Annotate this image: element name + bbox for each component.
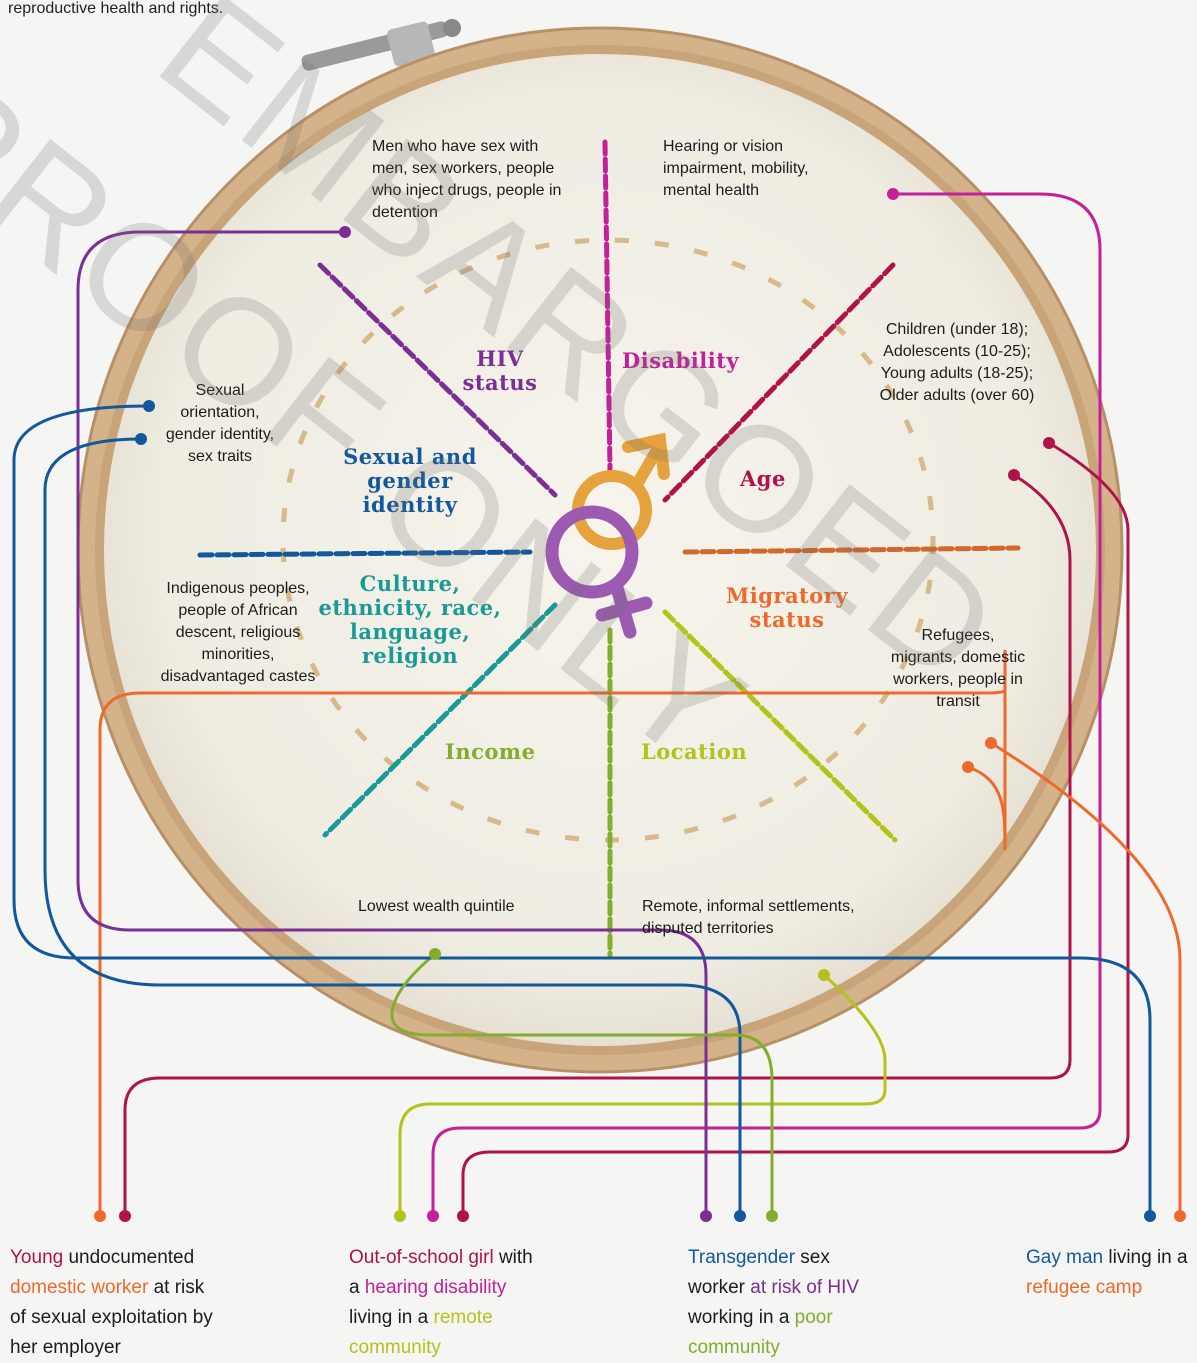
connector-girl-location xyxy=(398,973,887,1215)
intro-text: reproductive health and rights. xyxy=(8,0,224,17)
category-hiv: HIV status xyxy=(462,346,538,395)
persona-segment: with a xyxy=(349,1247,533,1298)
persona-segment: living in a xyxy=(349,1307,434,1328)
category-sexual: Sexual and gender identity xyxy=(343,444,477,517)
connector-domestic-age xyxy=(123,473,1072,1215)
category-disability: Disability xyxy=(622,348,740,373)
persona-segment: domestic worker xyxy=(10,1277,149,1298)
female-symbol-icon xyxy=(545,505,653,639)
connector-trans-hiv xyxy=(76,230,708,1215)
connector-trans-sexual xyxy=(43,437,742,1215)
example-hiv: Men who have sex with men, sex workers, … xyxy=(372,138,562,221)
example-location: Remote, informal settlements, disputed t… xyxy=(642,898,855,937)
category-age: Age xyxy=(740,466,786,491)
example-culture: Indigenous peoples, people of African de… xyxy=(160,580,316,685)
connector-girl-age xyxy=(461,441,1130,1215)
stitch-line-location xyxy=(662,609,898,843)
connector-trans-income xyxy=(390,952,774,1215)
persona-segment: refugee camp xyxy=(1026,1277,1143,1298)
connector-girl-disability xyxy=(431,192,1102,1215)
category-migratory: Migratory status xyxy=(725,583,849,632)
example-sexual: Sexual orientation, gender identity, sex… xyxy=(165,382,275,465)
category-income: Income xyxy=(445,739,536,764)
persona-transgender-sex-worker: Transgender sex worker at risk of HIV wo… xyxy=(688,1243,888,1363)
example-migratory: Refugees, migrants, domestic workers, pe… xyxy=(890,627,1026,710)
connector-end-dots xyxy=(94,1210,1186,1222)
persona-segment: at risk of HIV xyxy=(750,1277,860,1298)
category-culture: Culture, ethnicity, race, language, reli… xyxy=(318,571,502,668)
persona-segment: sex worker xyxy=(688,1247,830,1298)
persona-segment: remote community xyxy=(349,1307,493,1358)
connector-gay-sexual xyxy=(12,404,1152,1215)
persona-gay-man: Gay man living in a refugee camp xyxy=(1026,1243,1197,1303)
connector-gay-migratory xyxy=(990,741,1182,1215)
persona-segment: Transgender xyxy=(688,1247,796,1268)
example-income: Lowest wealth quintile xyxy=(358,898,515,915)
persona-segment: living in a xyxy=(1103,1247,1188,1268)
stitch-line-disability xyxy=(602,139,613,473)
category-location: Location xyxy=(641,739,748,764)
example-age: Children (under 18); Adolescents (10-25)… xyxy=(879,321,1035,404)
persona-segment: poor community xyxy=(688,1307,833,1358)
connector-domestic-migratory xyxy=(98,650,1007,1215)
stitch-line-age xyxy=(662,262,896,503)
connector-start-dots xyxy=(135,188,1055,981)
stitch-line-migratory xyxy=(682,545,1021,555)
persona-segment: hearing disability xyxy=(364,1277,507,1298)
stitch-lines xyxy=(197,139,1021,958)
example-disability: Hearing or vision impairment, mobility, … xyxy=(663,138,809,199)
persona-segment: Gay man xyxy=(1026,1247,1104,1268)
stitch-line-culture xyxy=(322,602,558,838)
hoop-screw xyxy=(301,19,461,71)
persona-segment: at risk of sexual exploitation by her em… xyxy=(10,1277,213,1358)
persona-segment: working in a xyxy=(688,1307,795,1328)
persona-segment: Out-of-school girl xyxy=(349,1247,494,1268)
hoop-fabric xyxy=(104,54,1096,1046)
stitch-line-hiv xyxy=(317,262,558,498)
persona-segment: Young xyxy=(10,1247,64,1268)
persona-out-of-school-girl: Out-of-school girl with a hearing disabi… xyxy=(349,1243,539,1363)
stitch-line-sexual xyxy=(197,549,533,558)
persona-segment: undocumented xyxy=(63,1247,195,1268)
persona-domestic-worker: Young undocumented domestic worker at ri… xyxy=(10,1243,225,1363)
